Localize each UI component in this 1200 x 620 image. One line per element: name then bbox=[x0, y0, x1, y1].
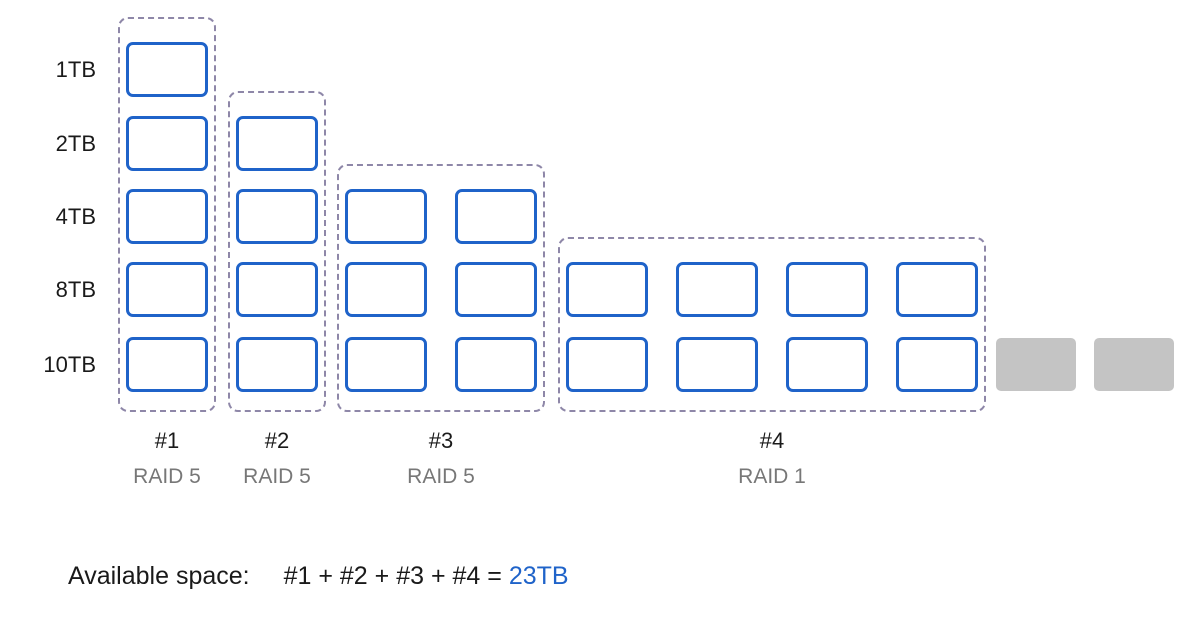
disk bbox=[896, 262, 978, 317]
disk bbox=[455, 189, 537, 244]
disk bbox=[455, 337, 537, 392]
row-label-4tb: 4TB bbox=[55, 204, 96, 229]
raid-group-1 bbox=[118, 17, 216, 412]
unused-disk bbox=[1094, 338, 1174, 391]
raid-group-4 bbox=[558, 237, 986, 412]
disk bbox=[786, 262, 868, 317]
disk bbox=[236, 337, 318, 392]
row-label-1tb: 1TB bbox=[55, 57, 96, 82]
available-space-summary: Available space: #1 + #2 + #3 + #4 = 23TB bbox=[68, 561, 569, 591]
disk bbox=[566, 262, 648, 317]
raid-group-id: #3 bbox=[428, 428, 454, 453]
disk bbox=[566, 337, 648, 392]
disk bbox=[345, 262, 427, 317]
row-label-10tb: 10TB bbox=[43, 352, 96, 377]
disk bbox=[896, 337, 978, 392]
disk bbox=[345, 337, 427, 392]
disk bbox=[455, 262, 537, 317]
raid-level-label: RAID 5 bbox=[407, 465, 475, 488]
summary-formula: #1 + #2 + #3 + #4 = bbox=[283, 562, 502, 590]
raid-level-label: RAID 1 bbox=[738, 465, 806, 488]
disk bbox=[126, 189, 208, 244]
summary-result: 23TB bbox=[508, 562, 569, 590]
disk bbox=[345, 189, 427, 244]
disk bbox=[236, 262, 318, 317]
raid-group-id: #2 bbox=[264, 428, 290, 453]
row-label-8tb: 8TB bbox=[55, 277, 96, 302]
summary-label: Available space: bbox=[68, 562, 250, 590]
raid-level-label: RAID 5 bbox=[243, 465, 311, 488]
disk bbox=[236, 116, 318, 171]
raid-level-label: RAID 5 bbox=[133, 465, 201, 488]
disk bbox=[676, 337, 758, 392]
raid-group-id: #4 bbox=[759, 428, 785, 453]
disk bbox=[126, 42, 208, 97]
raid-group-3 bbox=[337, 164, 545, 412]
raid-group-2 bbox=[228, 91, 326, 412]
raid-group-id: #1 bbox=[154, 428, 180, 453]
disk bbox=[236, 189, 318, 244]
unused-disk bbox=[996, 338, 1076, 391]
row-label-2tb: 2TB bbox=[55, 131, 96, 156]
disk bbox=[786, 337, 868, 392]
disk bbox=[126, 116, 208, 171]
disk bbox=[126, 262, 208, 317]
disk bbox=[676, 262, 758, 317]
disk bbox=[126, 337, 208, 392]
